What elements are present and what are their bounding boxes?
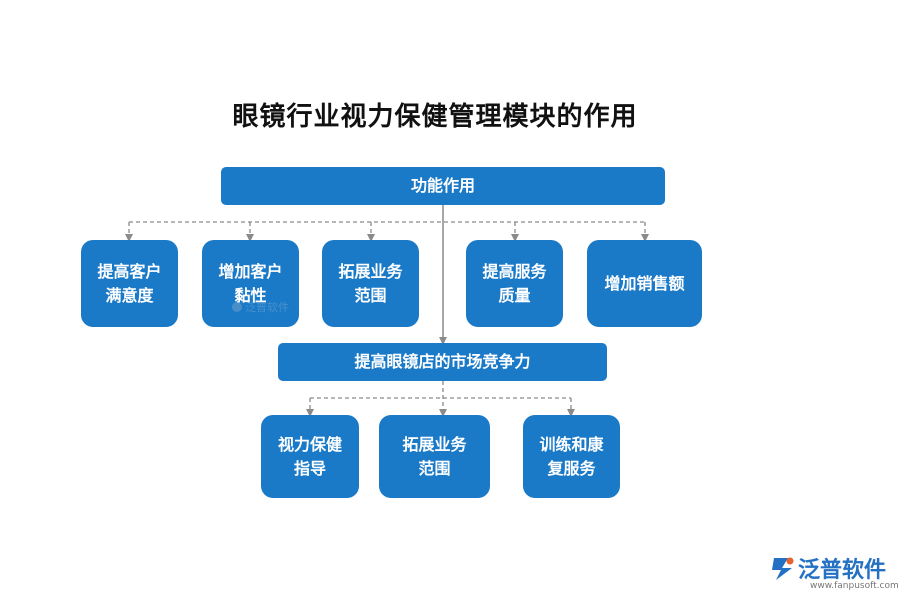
small-watermark: 泛普软件 [232,299,289,315]
level2-node-training-rehab: 训练和康 复服务 [523,415,620,498]
level2-node-expand-business: 拓展业务 范围 [379,415,490,498]
level1-node-increase-sales: 增加销售额 [587,240,702,327]
diagram-title: 眼镜行业视力保健管理模块的作用 [232,102,638,132]
fanpu-logo-icon [772,557,794,580]
level2-node-vision-guidance: 视力保健 指导 [261,415,359,498]
watermark-logo-icon [232,302,242,312]
level1-node-customer-satisfaction: 提高客户 满意度 [81,240,178,327]
level1-node-expand-business: 拓展业务 范围 [322,240,419,327]
level1-node-service-quality: 提高服务 质量 [466,240,563,327]
watermark-text: 泛普软件 [245,301,289,314]
level1-node-customer-stickiness: 增加客户 黏性 [202,240,299,327]
root-node: 功能作用 [221,167,665,205]
middle-node: 提高眼镜店的市场竞争力 [278,343,607,381]
brand-logo: 泛普软件 www.fanpusoft.com [768,552,899,596]
brand-name: 泛普软件 [798,558,887,583]
brand-url: www.fanpusoft.com [810,581,899,591]
